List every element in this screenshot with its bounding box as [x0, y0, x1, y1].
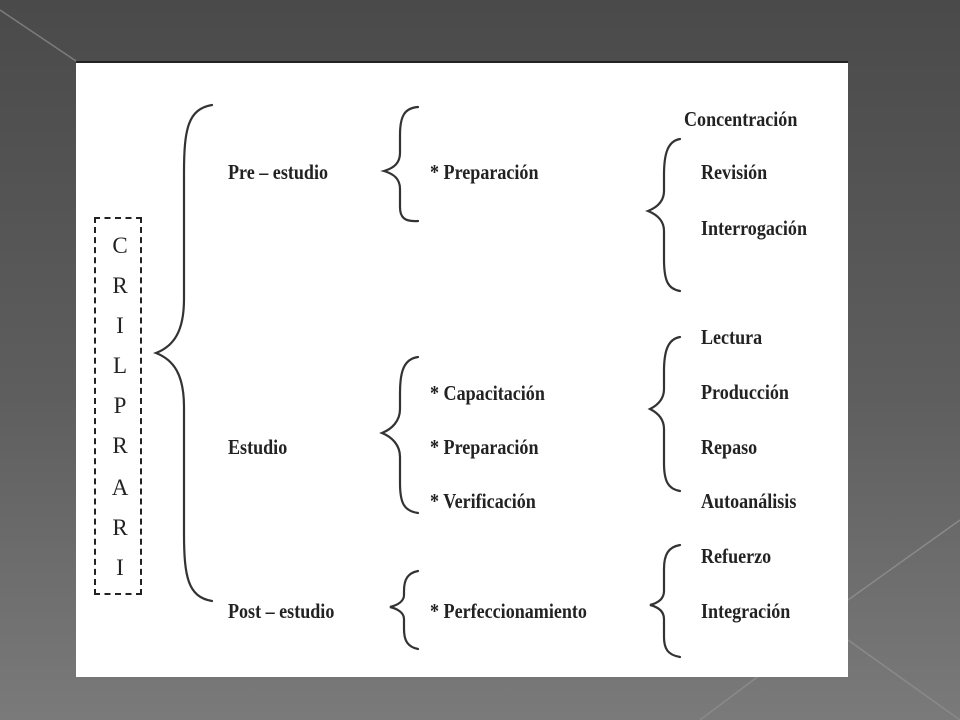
technique-item: Refuerzo — [701, 544, 772, 568]
estudio-activity-brace — [379, 355, 420, 515]
technique-item: Integración — [701, 599, 791, 623]
technique-item: Repaso — [701, 435, 758, 459]
technique-item: Lectura — [701, 325, 763, 349]
phase-label-post: Post – estudio — [228, 599, 335, 623]
post-activity-brace — [389, 569, 420, 651]
post-technique-brace — [649, 543, 682, 659]
activity-item: * Perfeccionamiento — [430, 599, 587, 623]
activity-item: * Preparación — [430, 435, 539, 459]
pre-technique-brace — [645, 137, 682, 293]
technique-item: Producción — [701, 380, 789, 404]
acronym-letter: P — [113, 393, 127, 418]
acronym-letter: L — [112, 353, 128, 378]
activity-item: * Capacitación — [430, 381, 545, 405]
acronym-letter: A — [111, 475, 129, 500]
technique-item: Revisión — [701, 160, 768, 184]
acronym-letter: C — [112, 233, 128, 258]
phase-label-estudio: Estudio — [228, 435, 288, 459]
acronym-letter: R — [112, 433, 128, 458]
main-brace — [152, 103, 214, 603]
technique-item: Interrogación — [701, 216, 808, 240]
acronym-letter: I — [116, 313, 124, 338]
acronym-letter: R — [112, 273, 128, 298]
slide-content: C R I L P R A R I Pre – estudio Estudio … — [76, 61, 848, 677]
activity-item: * Verificación — [430, 489, 536, 513]
technique-item: Concentración — [684, 107, 798, 131]
activity-item: * Preparación — [430, 160, 539, 184]
phase-label-pre: Pre – estudio — [228, 160, 329, 184]
estudio-technique-brace — [647, 335, 682, 493]
acronym-box: C R I L P R A R I — [94, 217, 142, 595]
brace-connectors — [152, 103, 682, 659]
acronym-letter: I — [116, 555, 124, 580]
technique-item: Autoanálisis — [701, 489, 797, 513]
pre-activity-brace — [380, 105, 420, 223]
acronym-letter: R — [112, 515, 128, 540]
